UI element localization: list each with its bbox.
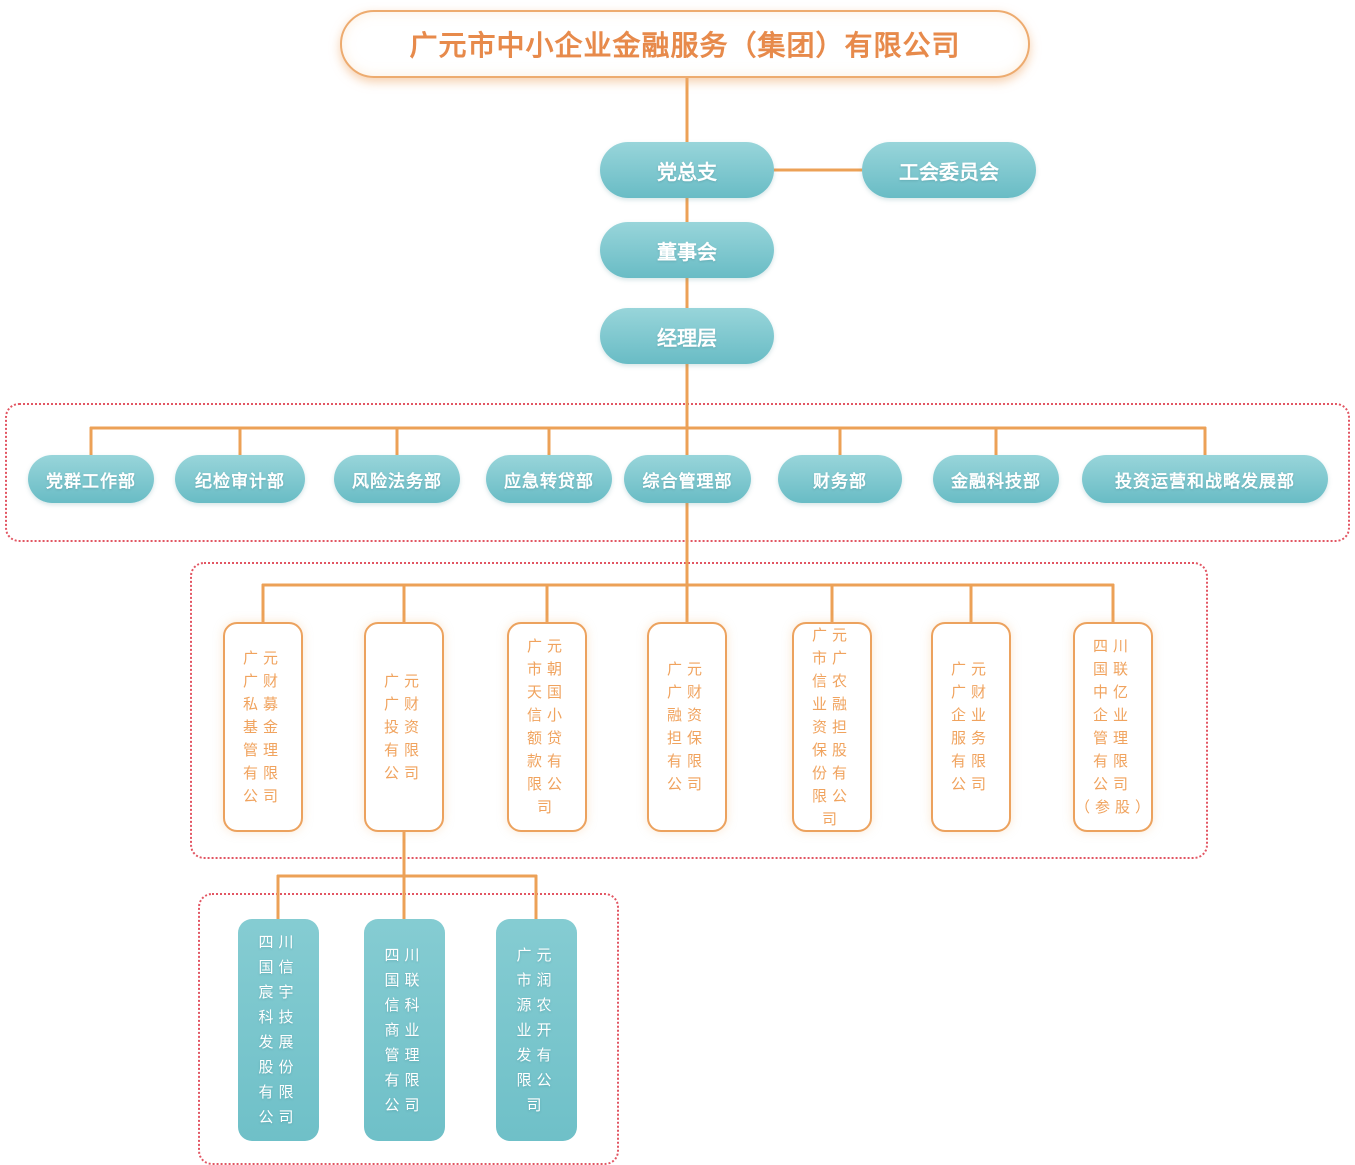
node-board-of-directors: 董事会 [600, 222, 774, 278]
departments-group-frame [5, 403, 1350, 542]
sub-subsidiary-runyuan-agriculture: 广元 市润 源农 业开 发有 限公 司 [496, 919, 577, 1141]
subsidiary-chaotian-guoxin-microloan: 广元 市朝 天国 信小 额贷 款有 限公 司 [507, 622, 587, 832]
subsidiary-guangxin-agriculture-guarantee: 广元 市广 信农 业融 资担 保股 份有 限公 司 [792, 622, 872, 832]
dept-emergency-reloan: 应急转贷部 [486, 455, 612, 503]
dept-discipline-audit: 纪检审计部 [175, 455, 305, 503]
node-union-committee: 工会委员会 [862, 142, 1036, 198]
node-party-general-branch: 党总支 [600, 142, 774, 198]
subsidiary-guangcai-investment: 广元 广财 投资 有限 公司 [364, 622, 444, 832]
subsidiary-guolian-zhongyi-management: 四川 国联 中亿 企业 管理 有限 公司 （参股） [1073, 622, 1153, 832]
subsidiary-guangcai-enterprise-services: 广元 广财 企业 服务 有限 公司 [931, 622, 1011, 832]
node-root-company: 广元市中小企业金融服务（集团）有限公司 [340, 10, 1030, 78]
dept-fintech: 金融科技部 [933, 455, 1059, 503]
sub-subsidiary-guolian-xinke-commercial: 四川 国联 信科 商业 管理 有限 公司 [364, 919, 445, 1141]
subsidiary-private-fund-management: 广元 广财 私募 基金 管理 有限 公司 [223, 622, 303, 832]
subsidiary-guangcai-financing-guarantee: 广元 广财 融资 担保 有限 公司 [647, 622, 727, 832]
dept-investment-operations-strategy: 投资运营和战略发展部 [1082, 455, 1328, 503]
sub-subsidiaries-group-frame [198, 893, 619, 1165]
sub-subsidiary-guoxin-chenyu-tech: 四川 国信 宸宇 科技 发展 股份 有限 公司 [238, 919, 319, 1141]
dept-risk-legal: 风险法务部 [334, 455, 460, 503]
subsidiaries-group-frame [190, 562, 1208, 859]
node-management-layer: 经理层 [600, 308, 774, 364]
dept-party-masses-work: 党群工作部 [28, 455, 154, 503]
dept-general-management: 综合管理部 [624, 455, 751, 503]
dept-finance: 财务部 [778, 455, 902, 503]
